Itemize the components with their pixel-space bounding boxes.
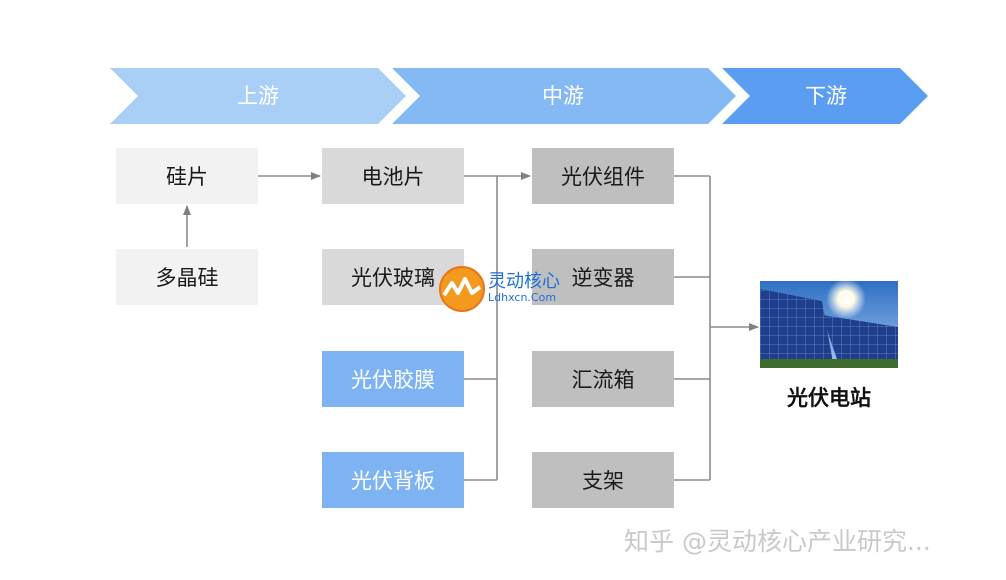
logo-emblem-icon — [439, 266, 485, 312]
stage-label-downstream: 下游 — [805, 84, 847, 108]
node-pv-module: 光伏组件 — [532, 148, 674, 204]
node-pv-backsheet: 光伏背板 — [322, 452, 464, 508]
solar-panel-image — [760, 281, 898, 368]
logo-site: Ldhxcn.Com — [488, 291, 557, 304]
watermark: 知乎 @灵动核心产业研究... — [624, 527, 931, 556]
node-bracket: 支架 — [532, 452, 674, 508]
node-combiner-box: 汇流箱 — [532, 351, 674, 407]
stage-chevron-midstream — [392, 68, 736, 124]
node-pv-glass: 光伏玻璃 — [322, 249, 464, 305]
stage-chevron-downstream — [722, 68, 928, 124]
stage-label-upstream: 上游 — [237, 84, 279, 108]
node-pv-station: 光伏电站 — [787, 386, 871, 410]
logo-name: 灵动核心 — [488, 271, 560, 292]
stage-label-midstream: 中游 — [542, 84, 584, 108]
node-polysilicon: 多晶硅 — [116, 249, 258, 305]
node-wafer: 硅片 — [116, 148, 258, 204]
logo: 灵动核心 Ldhxcn.Com — [438, 265, 560, 315]
stage-chevron-upstream — [110, 68, 406, 124]
node-cell: 电池片 — [322, 148, 464, 204]
node-inverter: 逆变器 — [532, 249, 674, 305]
node-pv-film: 光伏胶膜 — [322, 351, 464, 407]
